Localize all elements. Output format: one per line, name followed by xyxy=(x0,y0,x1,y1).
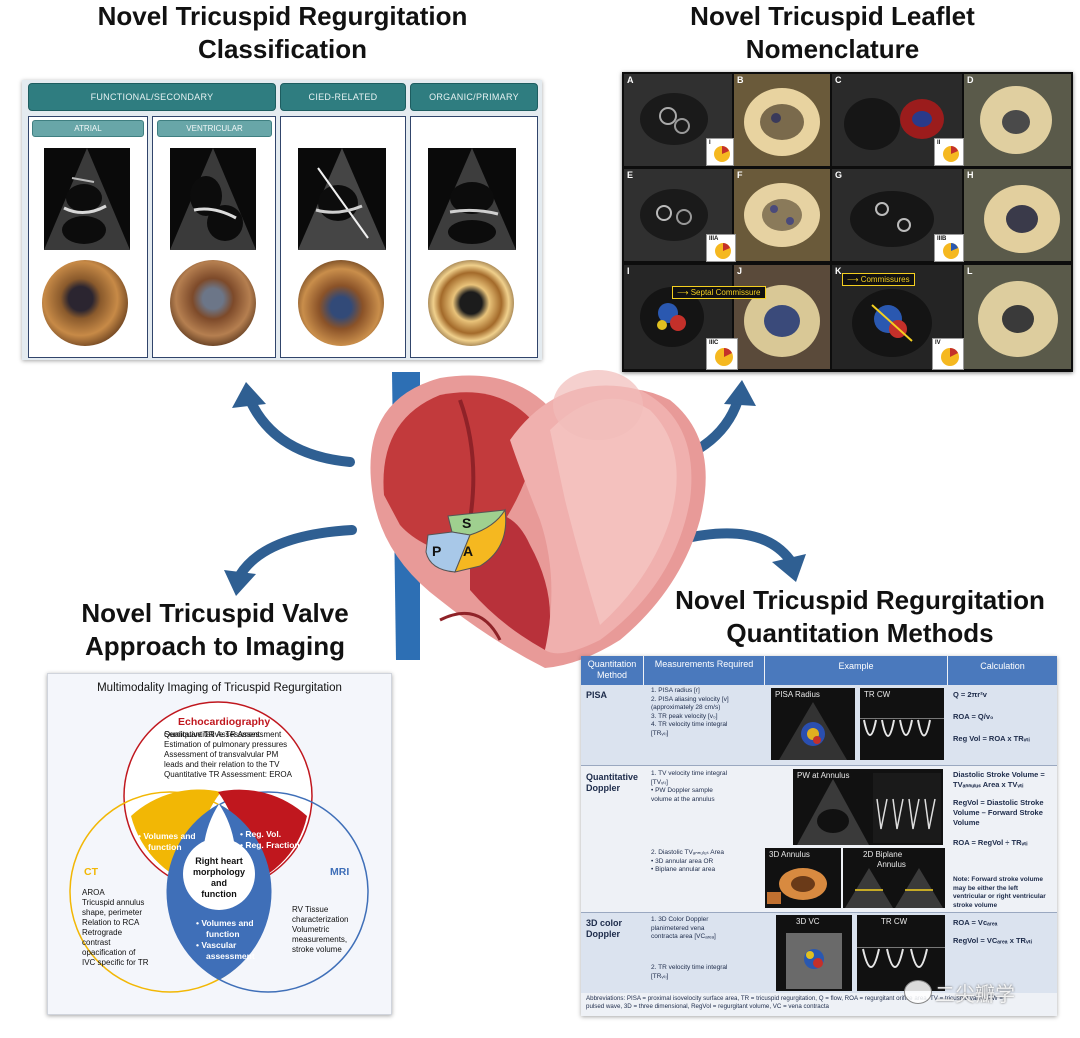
arrowhead-bottom-right xyxy=(772,554,806,582)
echo-item: Quantitative TR Assessment: EROA xyxy=(164,770,292,779)
classification-panel: FUNCTIONAL/SECONDARY CIED-RELATED ORGANI… xyxy=(22,80,542,360)
echo-mri-overlap: • Reg. Vol.• Reg. Fraction xyxy=(240,829,300,850)
arrow-top-left xyxy=(245,395,355,467)
echo-image-organic xyxy=(428,148,516,250)
wechat-icon xyxy=(904,980,932,1004)
nomenclature-panel-i: I xyxy=(624,265,732,369)
inset-type-iv: IV xyxy=(932,338,964,370)
measurements-3d-1: 1. 3D Color Doppler planimetered vena co… xyxy=(651,916,716,940)
calc-doppler: Diastolic Stroke Volume =TVₐₙₙᵤₗᵤₛ Area … xyxy=(953,770,1045,847)
nomenclature-panel-h: H xyxy=(964,169,1071,261)
arrow-bottom-left xyxy=(235,525,357,580)
example-pisa-radius: PISA Radius xyxy=(771,688,855,760)
echo-item: Assessment of transvalvular PM xyxy=(164,750,279,759)
example-3d-tr-cw: TR CW xyxy=(857,915,945,991)
nomenclature-panel-j: J xyxy=(734,265,830,369)
echo-item: Semiquantitative TR Assessment xyxy=(164,730,282,739)
echo-image-cied xyxy=(298,148,386,250)
abbreviations: Abbreviations: PISA = proximal isoveloci… xyxy=(586,995,1003,1010)
header-method: Quantitation Method xyxy=(581,656,643,685)
measurements-doppler-2: 2. Diastolic TVₐₙₙᵤₗᵤₛ Area• 3D annular … xyxy=(651,849,725,873)
arrow-bottom-right xyxy=(673,528,795,565)
arrowhead-top-right xyxy=(724,380,756,406)
tricuspid-leaflets: S P A xyxy=(425,508,507,573)
nomenclature-panel-d: D xyxy=(964,74,1071,166)
nomenclature-panel-f: F xyxy=(734,169,830,261)
quantitation-table: Quantitation Method Measurements Require… xyxy=(581,656,1057,1016)
watermark: 二尖瓣学 xyxy=(935,982,1015,1006)
header-calculation: Calculation xyxy=(948,656,1057,685)
method-quantitative-doppler: Quantitative Doppler xyxy=(586,772,639,793)
heart-illustration xyxy=(370,370,706,668)
inset-type-i: I xyxy=(706,138,734,166)
header-example: Example xyxy=(765,656,947,685)
imaging-title: Multimodality Imaging of Tricuspid Regur… xyxy=(97,682,342,694)
measurements-pisa: 1. PISA radius [r]2. PISA aliasing veloc… xyxy=(651,687,729,737)
inset-type-iiib: IIIB xyxy=(934,234,964,262)
inset-type-ii: II xyxy=(934,138,964,166)
category-functional: FUNCTIONAL/SECONDARY xyxy=(28,83,276,111)
echo-image-ventricular xyxy=(170,148,256,250)
echo-item: Qualitative TR Assessment xyxy=(164,730,260,739)
inset-type-iiia: IIIA xyxy=(706,234,736,262)
echo-item: leads and their relation to the TV xyxy=(164,760,280,769)
3d-valve-atrial xyxy=(42,260,128,346)
3d-valve-cied xyxy=(298,260,384,346)
ct-items: AROA Tricuspid annulus shape, perimeter … xyxy=(82,888,149,967)
callout-commissures: ⟶ Commissures xyxy=(842,273,915,286)
venn-diagram xyxy=(69,701,369,993)
leaflet-anterior xyxy=(454,508,507,573)
example-3d-vc: 3D VC xyxy=(776,915,852,991)
subcategory-atrial: ATRIAL xyxy=(32,120,144,137)
example-pw-at-annulus: PW at Annulus xyxy=(793,769,943,845)
method-3d-color-doppler: 3D color Doppler xyxy=(586,918,623,939)
echo-image-atrial xyxy=(44,148,130,250)
nomenclature-panel-a: A xyxy=(624,74,732,166)
imaging-panel: Multimodality Imaging of Tricuspid Regur… xyxy=(47,673,392,1015)
nomenclature-panel-c: C xyxy=(832,74,962,166)
arrowhead-bottom-left xyxy=(224,570,256,596)
method-pisa: PISA xyxy=(586,690,608,700)
3d-valve-ventricular xyxy=(170,260,256,346)
arrowhead-top-left xyxy=(232,382,266,408)
echo-item: Estimation of pulmonary pressures xyxy=(164,740,288,749)
example-3d-annulus: 3D Annulus xyxy=(765,848,841,908)
leaflet-label-a: A xyxy=(463,543,473,559)
nomenclature-panel-b: B xyxy=(734,74,830,166)
example-pisa-tr-cw: TR CW xyxy=(860,688,944,760)
mri-items: RV Tissue characterization Volumetric me… xyxy=(292,905,349,954)
nomenclature-panel: A B C D E F G H I J K L I II IIIA IIIB I… xyxy=(622,72,1073,372)
nomenclature-panel-e: E xyxy=(624,169,732,261)
subcategory-ventricular: VENTRICULAR xyxy=(157,120,272,137)
echo-label: Echocardiography xyxy=(178,716,271,728)
category-organic: ORGANIC/PRIMARY xyxy=(410,83,538,111)
measurements-doppler-1: 1. TV velocity time integral [TVᵥₜᵢ]• PW… xyxy=(651,770,728,803)
callout-septal-commissure: ⟶ Septal Commissure xyxy=(672,286,766,299)
category-cied: CIED-RELATED xyxy=(280,83,406,111)
inset-type-iiic: IIIC xyxy=(706,338,738,370)
header-measurements: Measurements Required xyxy=(644,656,764,685)
nomenclature-panel-l: L xyxy=(964,265,1071,369)
mri-label: MRI xyxy=(330,866,350,878)
3d-valve-organic xyxy=(428,260,514,346)
measurements-3d-2: 2. TR velocity time integral [TRᵥₜᵢ] xyxy=(651,964,728,980)
ct-label: CT xyxy=(84,866,98,878)
leaflet-label-p: P xyxy=(432,543,441,559)
leaflet-label-s: S xyxy=(462,515,471,531)
echo-items: Qualitative TR Assessment Semiquantitati… xyxy=(164,730,314,780)
